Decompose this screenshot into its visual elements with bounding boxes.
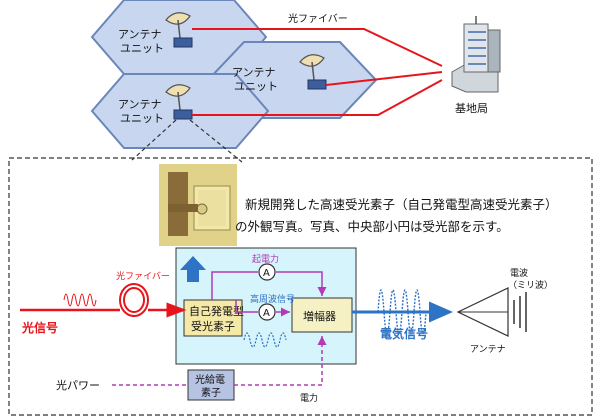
fiber-label-detail: 光ファイバー xyxy=(116,270,170,282)
optical-pulse xyxy=(63,293,97,307)
power-feed-line xyxy=(234,336,327,386)
rf-signal-label: 高周波信号 xyxy=(250,293,295,305)
horn-antenna-icon xyxy=(456,287,509,337)
feed-element-line2: 素子 xyxy=(201,386,221,399)
ammeter-icon: A xyxy=(258,263,276,281)
cell-label-line1: アンテナ xyxy=(118,28,162,41)
fiber-coil-icon xyxy=(119,283,149,317)
dish-antenna-icon xyxy=(165,84,191,111)
base-station-icon xyxy=(451,16,501,93)
antenna-label: アンテナ xyxy=(470,344,506,355)
radio-wave-icon xyxy=(513,292,527,332)
radio-wave-label-line1: 電波 xyxy=(510,267,528,279)
pd-label-line2: 受光素子 xyxy=(191,319,235,333)
cell-label-line1: アンテナ xyxy=(232,66,276,79)
self-powered-pd-box xyxy=(183,299,243,337)
photo-caption-line2: の外観写真。写真、中央部小円は受光部を示す。 xyxy=(235,219,509,234)
up-arrow-icon xyxy=(180,256,206,282)
rf-wave-large xyxy=(377,289,427,335)
feed-element-line1: 光給電 xyxy=(195,373,225,386)
cell-label-line2: ユニット xyxy=(120,42,164,55)
cell-label-line2: ユニット xyxy=(234,80,278,93)
generated-power-line xyxy=(211,271,327,317)
optical-signal-label: 光信号 xyxy=(21,320,58,335)
base-station-label: 基地局 xyxy=(455,102,488,115)
power-label: 電力 xyxy=(300,392,318,404)
antenna-unit-box xyxy=(173,109,193,120)
amplifier-label: 増幅器 xyxy=(303,310,336,323)
radio-wave-label-line2: （ミリ波） xyxy=(508,279,553,291)
cell-label-line2: ユニット xyxy=(120,112,164,125)
dish-antenna-icon xyxy=(299,54,325,81)
generated-power-label: 起電力 xyxy=(252,253,279,265)
amplifier-box xyxy=(291,297,353,333)
svg-text:A: A xyxy=(263,308,270,319)
fiber-label-top: 光ファイバー xyxy=(288,12,348,25)
photodetector-photo xyxy=(159,164,237,246)
detail-panel xyxy=(8,157,593,416)
ammeter-icon: A xyxy=(258,303,276,321)
dish-antenna-icon xyxy=(165,12,191,39)
antenna-unit-box xyxy=(173,37,193,48)
pd-label-line1: 自己発電型 xyxy=(189,304,244,318)
cell-label-line1: アンテナ xyxy=(118,98,162,111)
rf-wave-small xyxy=(243,332,287,348)
optical-power-label: 光パワー xyxy=(56,378,100,392)
electric-signal-label: 電気信号 xyxy=(380,326,428,341)
photo-caption-line1: 新規開発した高速受光素子（自己発電型高速受光素子） xyxy=(245,197,558,212)
zoom-line-left xyxy=(131,119,177,161)
svg-text:A: A xyxy=(263,268,270,279)
optical-feed-element-box xyxy=(187,369,235,401)
antenna-unit-box xyxy=(307,79,327,90)
fiber-links xyxy=(192,28,443,116)
